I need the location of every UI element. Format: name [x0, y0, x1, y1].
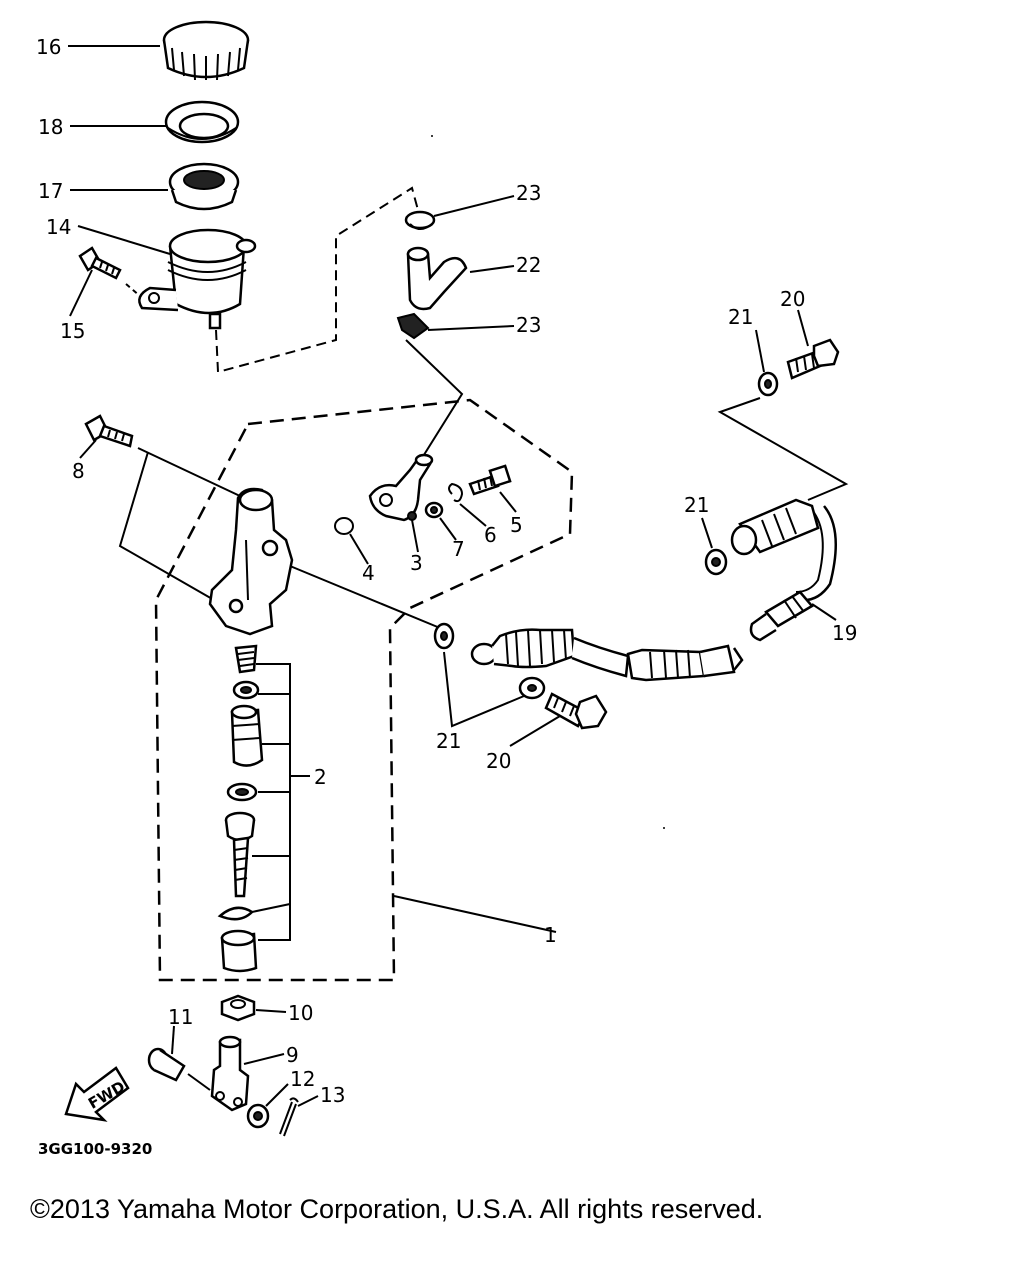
callout-23a: 23 — [516, 181, 541, 205]
callout-17: 17 — [38, 179, 63, 203]
part-4-o-ring — [334, 517, 354, 535]
part-12-washer — [246, 1103, 270, 1129]
drawing-code: 3GG100-9320 — [38, 1140, 152, 1158]
part-7-washer — [424, 501, 444, 519]
part-21-copper-washer-b — [518, 676, 546, 700]
callout-18: 18 — [38, 115, 63, 139]
callout-21b: 21 — [684, 493, 709, 517]
callout-3: 3 — [410, 551, 423, 575]
part-3-hose-joint — [368, 453, 434, 522]
part-master-cylinder-body — [208, 487, 294, 636]
part-5-union-bolt — [468, 464, 512, 496]
part-20-union-bolt-upper — [786, 338, 840, 380]
part-22-reservoir-hose — [406, 246, 468, 311]
part-21-copper-washer-d — [757, 371, 779, 397]
part-13-cotter-pin — [279, 1097, 299, 1137]
callout-22: 22 — [516, 253, 541, 277]
callout-16: 16 — [36, 35, 61, 59]
part-16-reservoir-cap — [162, 20, 250, 81]
callout-5: 5 — [510, 513, 523, 537]
callout-21c: 21 — [728, 305, 753, 329]
callout-1: 1 — [544, 923, 557, 947]
callout-6: 6 — [484, 523, 497, 547]
callout-20a: 20 — [486, 749, 511, 773]
part-19-brake-hose — [470, 498, 838, 682]
callout-4: 4 — [362, 561, 375, 585]
part-23-hose-clip-top — [404, 210, 436, 230]
callout-9: 9 — [286, 1043, 299, 1067]
callout-19: 19 — [832, 621, 857, 645]
callout-7: 7 — [452, 537, 465, 561]
part-9-clevis — [210, 1035, 250, 1112]
callout-8: 8 — [72, 459, 85, 483]
callout-15: 15 — [60, 319, 85, 343]
part-10-nut — [220, 994, 256, 1022]
part-18-diaphragm-holder — [164, 100, 240, 144]
part-21-copper-washer-c — [704, 548, 728, 576]
part-21-copper-washer-a — [433, 622, 455, 650]
part-15-bolt — [78, 246, 122, 280]
part-17-diaphragm — [168, 162, 240, 211]
callout-11: 11 — [168, 1005, 193, 1029]
callout-13: 13 — [320, 1083, 345, 1107]
part-14-reservoir-tank — [138, 228, 257, 330]
part-20-union-bolt-lower — [544, 692, 608, 730]
callout-14: 14 — [46, 215, 71, 239]
callout-21a: 21 — [436, 729, 461, 753]
callout-23b: 23 — [516, 313, 541, 337]
callout-20b: 20 — [780, 287, 805, 311]
copyright-notice: ©2013 Yamaha Motor Corporation, U.S.A. A… — [30, 1194, 764, 1224]
part-23-hose-clip-bottom — [396, 312, 430, 340]
part-6-circlip — [448, 482, 464, 503]
part-11-clevis-pin — [147, 1047, 186, 1082]
callout-2: 2 — [314, 765, 327, 789]
part-2-piston-kit — [217, 644, 264, 973]
callout-12: 12 — [290, 1067, 315, 1091]
callout-10: 10 — [288, 1001, 313, 1025]
fwd-arrow-icon: FWD — [64, 1066, 130, 1122]
part-8-mounting-bolt — [84, 414, 134, 448]
